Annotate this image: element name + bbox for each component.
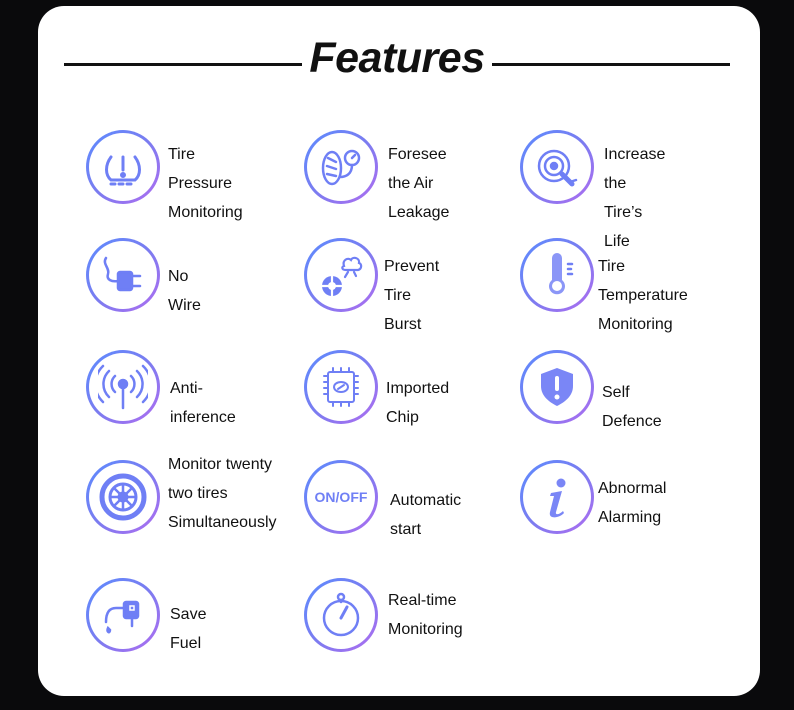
page-title: Features [309,34,485,82]
title-divider-left [64,63,302,66]
feature-label: Tire Temperature Monitoring [598,258,688,333]
feature-label: Automatic start [390,492,462,538]
title-divider-right [492,63,730,66]
feature-label: No Wire [168,268,201,314]
wheel-icon [86,460,160,534]
shield-icon [520,350,594,424]
feature-label: Increase the Tire’s Life [604,146,666,250]
feature-label: Tire Pressure Monitoring [168,146,243,221]
plug-icon [86,238,160,312]
tire-gauge-icon [304,130,378,204]
info-icon [520,460,594,534]
feature-label: Monitor twenty two tires Simultaneously [168,456,277,531]
feature-label: Foresee the Air Leakage [388,146,450,221]
title-row: Features [64,34,730,88]
on-off-icon-text: ON/OFF [314,489,368,505]
tire-burst-icon [304,238,378,312]
feature-label: Imported Chip [386,380,450,426]
tire-pressure-warning-icon [86,130,160,204]
on-off-icon: ON/OFF [304,460,378,534]
chip-icon [304,350,378,424]
signal-antenna-icon [86,350,160,424]
feature-label: Prevent Tire Burst [384,258,440,333]
stopwatch-icon [304,578,378,652]
feature-label: Real-time Monitoring [388,592,463,638]
feature-label: Abnormal Alarming [598,480,667,526]
feature-label: Save Fuel [170,606,207,652]
fuel-nozzle-icon [86,578,160,652]
features-card: Features Tire Pressure Monitoring [38,6,760,696]
feature-label: Self Defence [602,384,662,430]
feature-label: Anti-inference [170,380,236,426]
thermometer-icon [520,238,594,312]
wheel-wrench-icon [520,130,594,204]
